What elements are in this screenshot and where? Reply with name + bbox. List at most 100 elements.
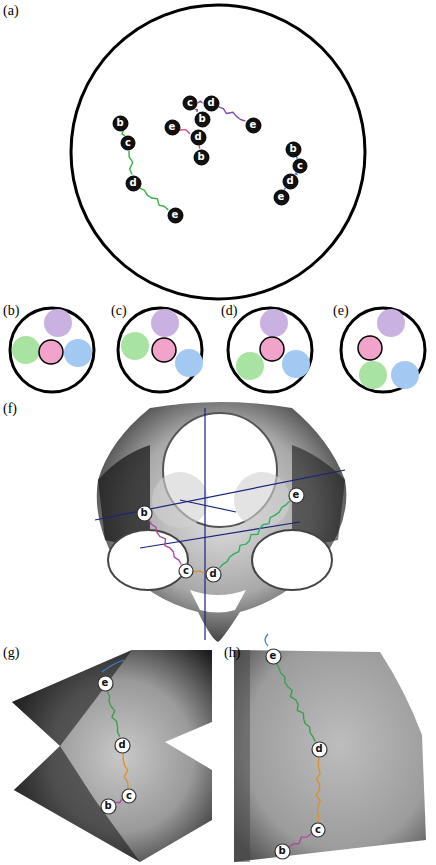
marker-letter: e <box>270 651 277 661</box>
particle-disc <box>282 350 310 378</box>
marker-circle <box>293 159 307 173</box>
trajectory-path <box>149 520 181 565</box>
container-circle <box>71 5 365 299</box>
trajectory-path <box>180 130 190 134</box>
panel-label: (h) <box>224 646 240 660</box>
marker-circle <box>289 488 304 503</box>
particle-disc <box>236 352 264 380</box>
state-marker: e <box>245 117 262 134</box>
particle-disc <box>358 336 382 360</box>
particle-disc <box>377 309 405 337</box>
marker-circle <box>283 174 298 189</box>
panel-label: (a) <box>3 4 19 18</box>
configuration-space-render <box>95 402 346 642</box>
marker-circle <box>191 130 206 145</box>
marker-letter: d <box>286 176 293 186</box>
marker-letter: e <box>278 192 285 202</box>
particle-disc <box>260 337 284 361</box>
marker-letter: b <box>289 144 296 154</box>
trajectory-path <box>285 188 286 189</box>
state-marker: b <box>100 798 117 815</box>
marker-letter: c <box>183 566 189 576</box>
marker-letter: b <box>140 508 147 518</box>
container-circle <box>118 308 202 392</box>
marker-letter: d <box>209 569 216 579</box>
state-marker: b <box>285 141 302 158</box>
marker-circle <box>274 190 289 205</box>
marker-circle <box>121 136 135 150</box>
particle-disc <box>12 336 40 364</box>
container-circle <box>10 308 94 392</box>
state-marker: d <box>203 95 220 112</box>
marker-letter: e <box>293 490 300 500</box>
trajectory-path <box>195 109 198 112</box>
trajectory-path <box>198 101 203 103</box>
trajectory-tail <box>102 660 124 672</box>
particle-disc <box>64 339 92 367</box>
container-circle <box>341 308 425 392</box>
state-marker: d <box>125 175 142 192</box>
slice-shadow <box>12 650 132 746</box>
state-marker: e <box>288 487 305 504</box>
marker-letter: b <box>198 114 205 124</box>
slice-shadow <box>14 746 140 862</box>
marker-letter: e <box>102 678 109 688</box>
marker-circle <box>266 649 281 664</box>
marker-circle <box>183 96 197 110</box>
marker-circle <box>194 150 209 165</box>
marker-letter: e <box>250 120 257 130</box>
state-marker: b <box>274 843 291 860</box>
state-marker: c <box>182 95 198 111</box>
marker-letter: c <box>315 825 321 835</box>
marker-letter: c <box>125 138 131 148</box>
axis-line <box>180 500 236 512</box>
slice-surface <box>234 650 426 862</box>
render-hole <box>190 590 246 613</box>
axis-line <box>204 408 205 640</box>
particle-disc <box>175 349 203 377</box>
render-hole <box>234 472 290 528</box>
marker-circle <box>286 142 301 157</box>
slice-surface <box>12 650 212 862</box>
panel-label: (e) <box>333 304 349 318</box>
render-surface <box>97 402 347 642</box>
trajectory-path <box>199 145 201 148</box>
marker-circle <box>165 120 180 135</box>
panel-label: (f) <box>3 402 17 416</box>
trajectory-path <box>316 757 320 822</box>
marker-letter: d <box>207 98 214 108</box>
marker-circle <box>312 742 327 757</box>
trajectory-path <box>277 664 315 742</box>
panel-label: (g) <box>3 646 19 660</box>
axis-line <box>95 470 345 520</box>
state-marker: b <box>193 149 210 166</box>
marker-circle <box>122 789 136 803</box>
marker-letter: b <box>116 118 123 128</box>
marker-letter: c <box>187 98 193 108</box>
trajectory-path <box>122 131 125 136</box>
state-marker: e <box>167 207 184 224</box>
state-marker: c <box>310 822 326 838</box>
marker-letter: e <box>169 122 176 132</box>
configuration-slice <box>234 634 426 862</box>
trajectory-tail <box>265 634 268 646</box>
marker-letter: b <box>197 152 204 162</box>
trajectory-path <box>295 173 297 175</box>
trajectory-path <box>194 571 205 573</box>
particle-disc <box>391 361 419 389</box>
panel-label: (b) <box>3 304 19 318</box>
trajectory-path <box>129 151 133 175</box>
marker-letter: d <box>118 740 125 750</box>
marker-circle <box>311 823 325 837</box>
marker-circle <box>101 799 116 814</box>
configuration-slice <box>12 650 212 862</box>
particle-disc <box>260 309 288 337</box>
trajectory-path <box>219 501 290 568</box>
marker-letter: d <box>315 744 322 754</box>
trajectory-path <box>107 691 120 737</box>
marker-circle <box>206 567 221 582</box>
render-shadow <box>98 445 150 543</box>
